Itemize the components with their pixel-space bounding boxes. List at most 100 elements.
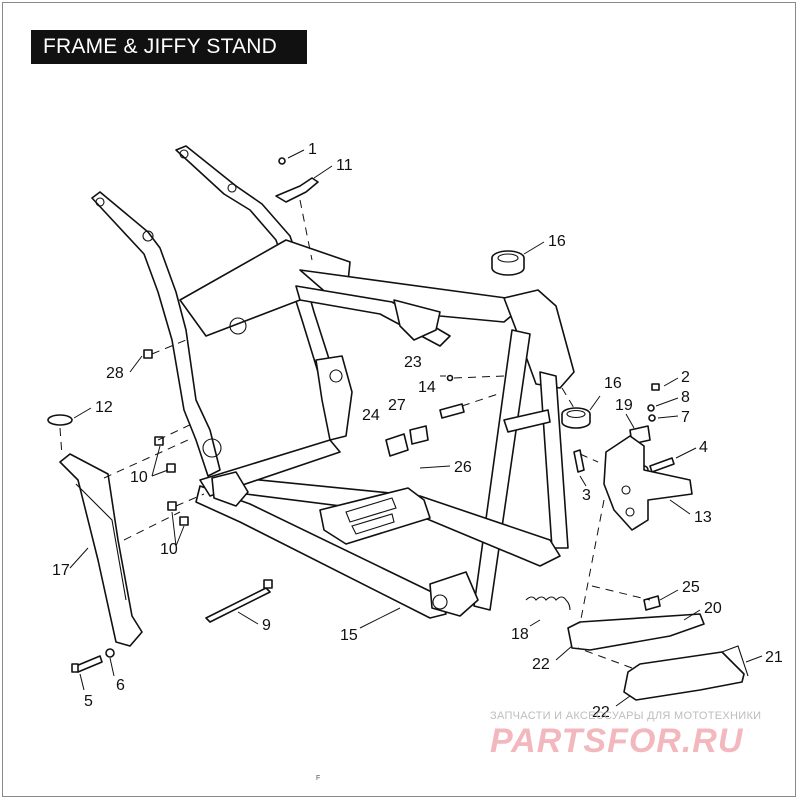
leader-11 bbox=[313, 165, 333, 179]
leader-lines bbox=[59, 149, 763, 707]
bearing-cup-16-upper bbox=[491, 250, 525, 276]
cable-strap-9-head bbox=[263, 579, 273, 589]
washer-7 bbox=[648, 414, 656, 422]
leader-5 bbox=[79, 673, 85, 691]
alignment-line bbox=[577, 647, 633, 669]
leader-26 bbox=[419, 465, 451, 469]
leader-25 bbox=[659, 589, 679, 601]
leader-8 bbox=[655, 397, 679, 407]
callout-23: 23 bbox=[404, 354, 422, 371]
bolt-14 bbox=[439, 403, 465, 419]
bushing-10 bbox=[166, 463, 176, 473]
callout-10: 10 bbox=[130, 469, 148, 486]
leader-10a bbox=[151, 445, 161, 477]
callout-2: 2 bbox=[681, 369, 690, 386]
diagram-title: FRAME & JIFFY STAND bbox=[31, 30, 307, 64]
callout-12: 12 bbox=[95, 399, 113, 416]
alignment-line bbox=[561, 387, 575, 409]
bracket-hole bbox=[625, 507, 635, 517]
frame-rear-upright-left bbox=[91, 191, 221, 477]
callout-26: 26 bbox=[454, 459, 472, 476]
leader-20 bbox=[683, 609, 701, 621]
jiffy-stand-leg-21 bbox=[623, 651, 745, 701]
frame-bottom-rail-right bbox=[239, 477, 561, 567]
callout-3: 3 bbox=[582, 487, 591, 504]
bushing-27 bbox=[409, 425, 429, 445]
jiffy-stand-bracket-13 bbox=[603, 435, 693, 531]
leader-21 bbox=[745, 655, 763, 663]
bolt-4 bbox=[649, 457, 675, 473]
washer-8 bbox=[647, 404, 655, 412]
leader-19 bbox=[625, 413, 635, 429]
leader-12 bbox=[73, 407, 92, 419]
clip-11 bbox=[275, 177, 319, 203]
alignment-line bbox=[299, 199, 313, 261]
callout-24: 24 bbox=[362, 407, 380, 424]
frame-hole bbox=[202, 438, 222, 458]
watermark: ЗАПЧАСТИ И АКСЕССУАРЫ ДЛЯ МОТОТЕХНИКИ PA… bbox=[490, 710, 761, 760]
leader-6 bbox=[109, 657, 115, 677]
side-cover-17 bbox=[59, 453, 143, 647]
leader-7 bbox=[657, 415, 679, 419]
frame-bottom-rail-left bbox=[195, 485, 447, 619]
bolt-5-head bbox=[71, 663, 79, 673]
cap-12 bbox=[47, 414, 73, 426]
bushing-28 bbox=[143, 349, 153, 359]
screw-1 bbox=[278, 157, 286, 165]
leader-3 bbox=[579, 475, 587, 487]
alignment-line bbox=[461, 393, 499, 407]
callout-6: 6 bbox=[116, 677, 125, 694]
alignment-line bbox=[175, 493, 205, 507]
callout-5: 5 bbox=[84, 693, 93, 710]
callout-22: 22 bbox=[532, 656, 550, 673]
leader-17 bbox=[69, 547, 89, 569]
callout-11: 11 bbox=[336, 157, 353, 174]
callout-13: 13 bbox=[694, 509, 712, 526]
leader-15 bbox=[359, 607, 401, 629]
leader-1 bbox=[287, 149, 305, 159]
frame-assembly bbox=[91, 145, 575, 619]
callout-15: 15 bbox=[340, 627, 358, 644]
alignment-line bbox=[59, 427, 63, 457]
frame-backbone-lower bbox=[295, 285, 451, 347]
stop-pad-25 bbox=[643, 595, 661, 611]
callout-4: 4 bbox=[699, 439, 708, 456]
screw-2 bbox=[651, 383, 660, 391]
frame-downtube-right bbox=[539, 371, 569, 549]
leader-16b bbox=[589, 395, 601, 411]
leader-16a bbox=[523, 241, 545, 255]
bushing-10 bbox=[154, 436, 164, 446]
callout-22: 22 bbox=[592, 704, 610, 721]
leader-10b bbox=[171, 511, 177, 547]
bushing-10 bbox=[167, 501, 177, 511]
leader-18 bbox=[529, 619, 541, 627]
spring-18 bbox=[525, 596, 571, 611]
leader-22a bbox=[555, 645, 573, 661]
leader-28 bbox=[129, 355, 143, 373]
frame-hole bbox=[227, 183, 237, 193]
jiffy-stand-leg-21-foot bbox=[721, 645, 749, 677]
washer-6 bbox=[105, 648, 115, 658]
alignment-line bbox=[579, 453, 599, 463]
callout-8: 8 bbox=[681, 389, 690, 406]
callout-20: 20 bbox=[704, 600, 722, 617]
frame-hole bbox=[142, 230, 154, 242]
callout-10: 10 bbox=[160, 541, 178, 558]
alignment-line bbox=[591, 585, 651, 601]
frame-id-plate-lower bbox=[351, 513, 395, 535]
frame-front-mount-bracket bbox=[503, 409, 551, 433]
side-cover-17-edge bbox=[75, 483, 127, 601]
frame-downtube-left bbox=[473, 329, 531, 611]
callout-labels: 1111623142724262812101017569152168197431… bbox=[52, 141, 783, 721]
frame-rear-mount bbox=[211, 471, 249, 507]
leader-13 bbox=[669, 499, 691, 515]
callout-1: 1 bbox=[308, 141, 317, 158]
frame-rear-casting bbox=[315, 355, 353, 441]
callout-16: 16 bbox=[548, 233, 566, 250]
alignment-line bbox=[151, 339, 187, 355]
frame-hole bbox=[432, 594, 448, 610]
jiffy-stand-leg-20 bbox=[567, 613, 705, 651]
callout-7: 7 bbox=[681, 409, 690, 426]
